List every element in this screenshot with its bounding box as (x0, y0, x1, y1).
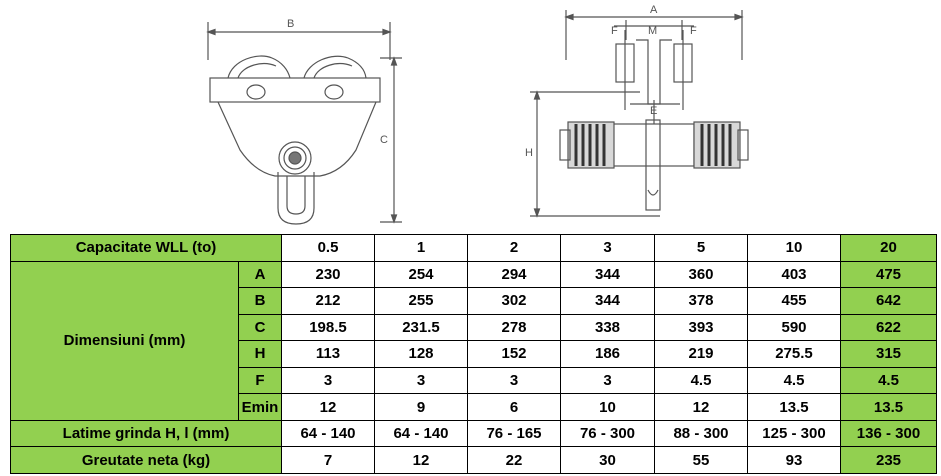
table-cell: 360 (654, 260, 748, 289)
dimension-key: C (238, 313, 282, 342)
table-cell: 255 (374, 287, 468, 315)
table-cell: 152 (467, 340, 561, 368)
weight-row: Greutate neta (kg) 7 12 22 30 55 93 235 (10, 446, 937, 474)
table-cell: 622 (840, 313, 937, 342)
table-cell: 7 (281, 446, 375, 474)
table-cell: 254 (374, 260, 468, 289)
table-cell: 13.5 (747, 393, 841, 421)
table-cell: 6 (467, 393, 561, 421)
table-cell: 302 (467, 287, 561, 315)
table-cell: 455 (747, 287, 841, 315)
dim-label-f-left: F (611, 25, 618, 37)
dimension-row-f: F 3 3 3 3 4.5 4.5 4.5 (11, 366, 937, 395)
table-cell: 186 (560, 340, 655, 368)
table-cell: 9 (374, 393, 468, 421)
table-cell: 4.5 (840, 366, 937, 395)
table-cell: 64 - 140 (281, 419, 375, 448)
table-cell: 3 (374, 366, 468, 395)
table-cell: 113 (281, 340, 375, 368)
table-cell: 128 (374, 340, 468, 368)
table-cell: 12 (281, 393, 375, 421)
table-cell: 4.5 (654, 366, 748, 395)
dimension-row-c: C 198.5 231.5 278 338 393 590 622 (11, 313, 937, 342)
dimensions-label: Dimensiuni (mm) (10, 260, 239, 421)
dimension-key: A (238, 260, 282, 289)
technical-drawing: B C A F M F E H (206, 4, 749, 225)
table-cell: 475 (840, 260, 937, 289)
table-cell: 294 (467, 260, 561, 289)
table-cell: 230 (281, 260, 375, 289)
table-cell: 76 - 165 (467, 419, 561, 448)
table-cell: 12 (654, 393, 748, 421)
table-cell: 198.5 (281, 313, 375, 342)
table-cell: 22 (467, 446, 561, 474)
capacity-cell: 3 (560, 234, 655, 262)
table-cell: 231.5 (374, 313, 468, 342)
dimension-row-b: B 212 255 302 344 378 455 642 (11, 287, 937, 315)
table-cell: 125 - 300 (747, 419, 841, 448)
table-cell: 338 (560, 313, 655, 342)
dim-label-b: B (287, 18, 294, 30)
table-cell: 4.5 (747, 366, 841, 395)
dimension-row-h: H 113 128 152 186 219 275.5 315 (11, 340, 937, 368)
table-cell: 3 (281, 366, 375, 395)
table-cell: 275.5 (747, 340, 841, 368)
specification-table: Capacitate WLL (to) 0.5 1 2 3 5 10 20 Di… (10, 234, 937, 474)
capacity-cell: 10 (747, 234, 841, 262)
beam-width-row: Latime grinda H, l (mm) 64 - 140 64 - 14… (10, 419, 937, 448)
table-cell: 344 (560, 260, 655, 289)
dim-label-h: H (525, 147, 533, 159)
table-cell: 88 - 300 (654, 419, 748, 448)
dim-label-e: E (650, 105, 657, 117)
weight-label: Greutate neta (kg) (10, 446, 282, 474)
table-cell: 235 (840, 446, 937, 474)
capacity-label: Capacitate WLL (to) (10, 234, 282, 262)
capacity-cell: 2 (467, 234, 561, 262)
dimension-key: Emin (238, 393, 282, 421)
capacity-cell: 5 (654, 234, 748, 262)
table-cell: 642 (840, 287, 937, 315)
table-cell: 10 (560, 393, 655, 421)
dimension-row-a: Dimensiuni (mm) A 230 254 294 344 360 40… (10, 260, 937, 421)
table-cell: 13.5 (840, 393, 937, 421)
capacity-cell: 0.5 (281, 234, 375, 262)
table-cell: 3 (467, 366, 561, 395)
dimension-key: H (238, 340, 282, 368)
table-cell: 76 - 300 (560, 419, 655, 448)
table-cell: 278 (467, 313, 561, 342)
trolley-front-view (530, 10, 749, 218)
capacity-row: Capacitate WLL (to) 0.5 1 2 3 5 10 20 (10, 234, 937, 262)
table-cell: 315 (840, 340, 937, 368)
table-cell: 378 (654, 287, 748, 315)
table-cell: 393 (654, 313, 748, 342)
dim-label-a: A (650, 4, 658, 16)
dimension-key: B (238, 287, 282, 315)
table-cell: 136 - 300 (840, 419, 937, 448)
table-cell: 55 (654, 446, 748, 474)
beam-width-label: Latime grinda H, l (mm) (10, 419, 282, 448)
table-cell: 93 (747, 446, 841, 474)
table-cell: 403 (747, 260, 841, 289)
dimension-key: F (238, 366, 282, 395)
dim-label-f-right: F (690, 25, 697, 37)
table-cell: 212 (281, 287, 375, 315)
table-cell: 3 (560, 366, 655, 395)
table-cell: 590 (747, 313, 841, 342)
table-cell: 344 (560, 287, 655, 315)
table-cell: 219 (654, 340, 748, 368)
capacity-cell: 1 (374, 234, 468, 262)
trolley-side-view (206, 22, 402, 225)
table-cell: 12 (374, 446, 468, 474)
dim-label-m: M (648, 25, 657, 37)
table-cell: 64 - 140 (374, 419, 468, 448)
dim-label-c: C (380, 134, 388, 146)
table-cell: 30 (560, 446, 655, 474)
capacity-cell: 20 (840, 234, 937, 262)
